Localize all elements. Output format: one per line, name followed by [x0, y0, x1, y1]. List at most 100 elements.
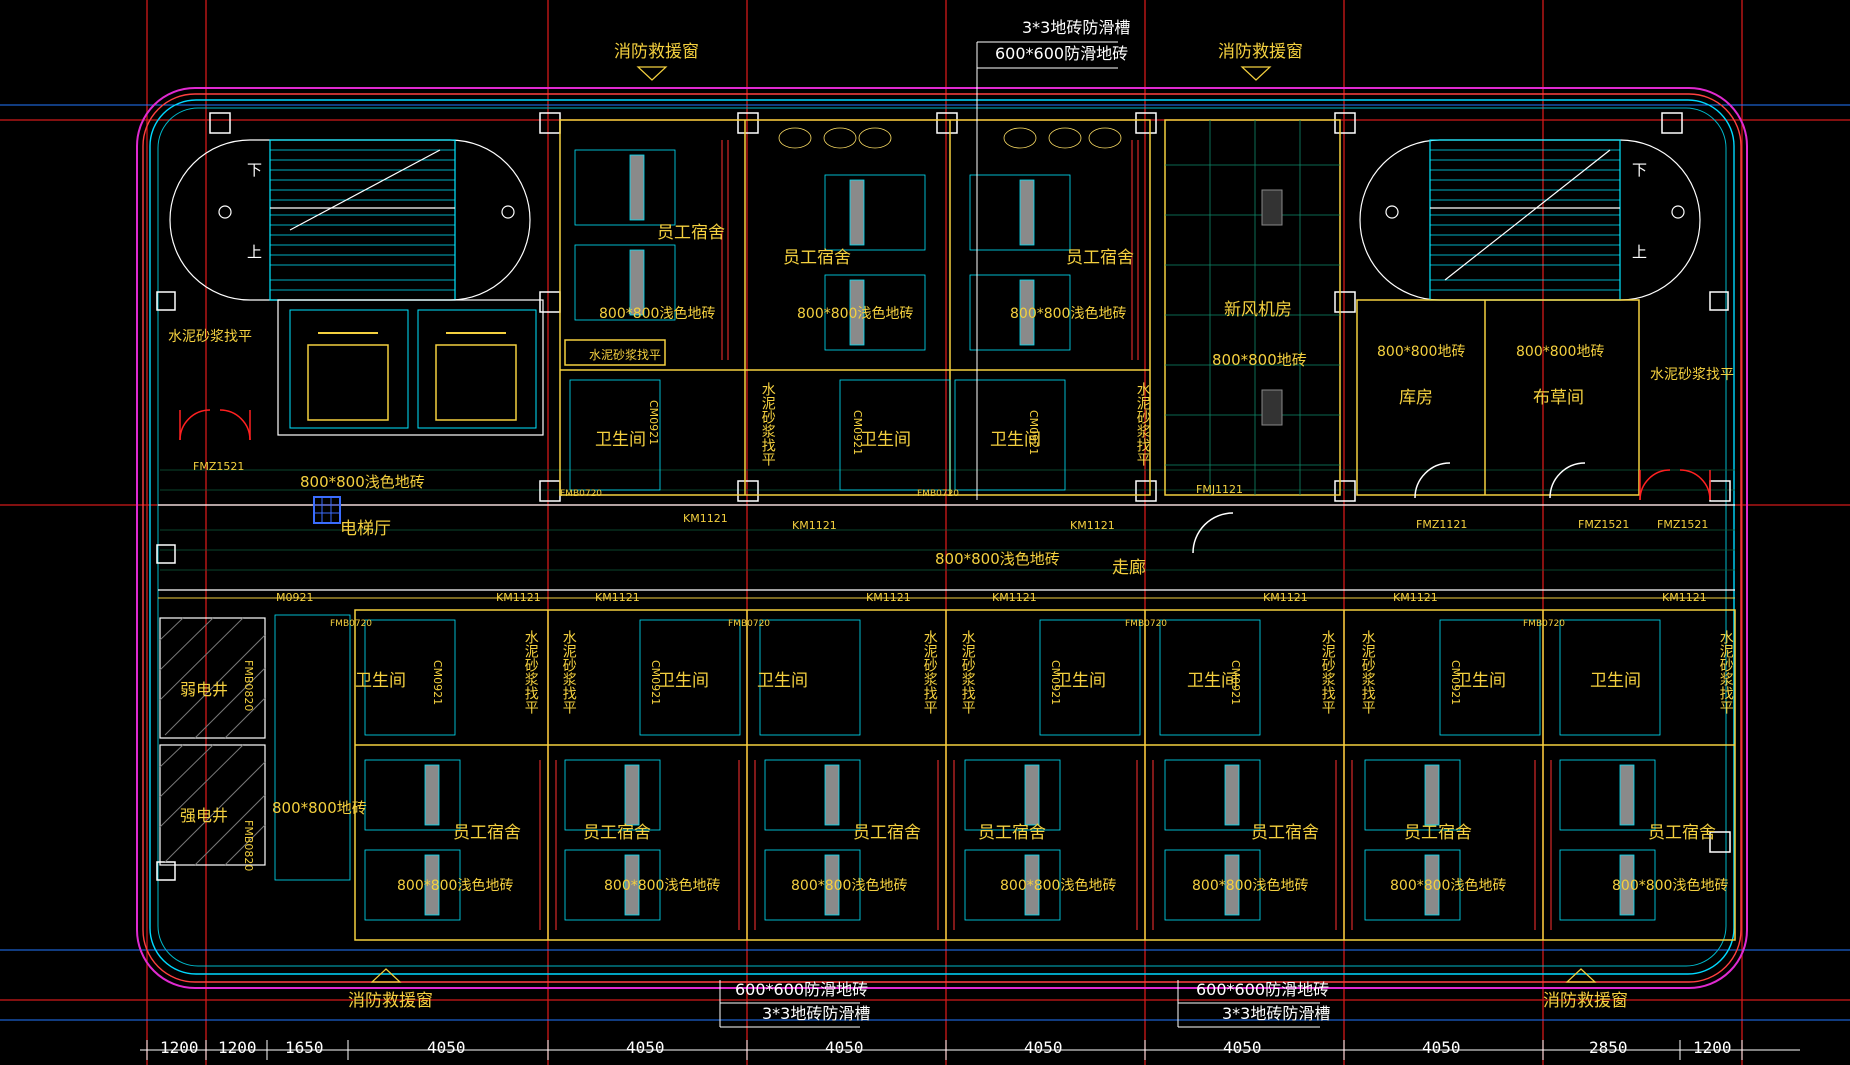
dimension-2: 1200 [218, 1038, 257, 1057]
dimension-line [140, 1040, 1800, 1060]
label-rescue-window-bottom-right: 消防救援窗 [1543, 991, 1628, 1011]
label-bottom-cement-7: 水泥砂浆找平 [1717, 630, 1734, 714]
label-km1121-b1: KM1121 [496, 591, 541, 604]
label-fmb0720-top-1: FMB0720 [560, 489, 603, 499]
label-storage: 库房 [1399, 388, 1433, 408]
label-bottom-dorm-3: 员工宿舍 [853, 823, 921, 843]
rescue-window-markers [370, 66, 1597, 983]
label-door-fmz1521-left: FMZ1521 [193, 460, 245, 473]
label-cement-right: 水泥砂浆找平 [1650, 367, 1734, 383]
stair-up-left: 上 [247, 243, 263, 261]
label-top-cement-box: 水泥砂浆找平 [589, 348, 662, 362]
label-top-wc-3: 卫生间 [990, 430, 1041, 450]
elevator-hall-symbol [313, 496, 341, 524]
label-km1121-top-2: KM1121 [792, 519, 837, 532]
dimension-8: 4050 [1223, 1038, 1262, 1057]
label-fmb0820-2: FMB0820 [242, 820, 255, 872]
label-bottom-cement-2: 水泥砂浆找平 [560, 630, 577, 714]
dimension-11: 1200 [1693, 1038, 1732, 1057]
dimension-9: 4050 [1422, 1038, 1461, 1057]
callout-leaders [719, 41, 1320, 1028]
label-bottom-dorm-5: 员工宿舍 [1251, 823, 1319, 843]
label-fmb0820-1: FMB0820 [242, 660, 255, 712]
label-top-dorm-1: 员工宿舍 [657, 223, 725, 243]
callout-antislip-top: 600*600防滑地砖 [995, 44, 1129, 63]
dimension-1: 1200 [160, 1038, 199, 1057]
label-weak-shaft: 弱电井 [180, 680, 229, 699]
label-corridor: 走廊 [1112, 558, 1146, 578]
label-cm0921-b4: CM0921 [1229, 660, 1242, 706]
dimension-5: 4050 [626, 1038, 665, 1057]
label-strong-shaft: 强电井 [180, 806, 229, 825]
label-bottom-wc-2: 卫生间 [658, 671, 709, 691]
label-top-wc-2: 卫生间 [860, 430, 911, 450]
label-top-wc-1: 卫生间 [595, 430, 646, 450]
label-bottom-cement-5: 水泥砂浆找平 [1319, 630, 1336, 714]
label-m0921: M0921 [276, 591, 314, 604]
label-bottom-wc-7: 卫生间 [1590, 671, 1641, 691]
label-fmz1121-right: FMZ1121 [1416, 518, 1468, 531]
dimension-7: 4050 [1024, 1038, 1063, 1057]
label-bottom-wc-6: 卫生间 [1455, 671, 1506, 691]
callout-groove-bottom-right: 3*3地砖防滑槽 [1222, 1004, 1331, 1023]
label-km1121-b6: KM1121 [1393, 591, 1438, 604]
electrical-shafts [159, 614, 351, 881]
label-km1121-top-1: KM1121 [683, 512, 728, 525]
label-top-cement-vert-1: 水泥砂浆找平 [759, 382, 776, 466]
label-km1121-b4: KM1121 [992, 591, 1037, 604]
label-top-dorm-2-tile: 800*800浅色地砖 [797, 306, 914, 322]
dimension-4: 4050 [427, 1038, 466, 1057]
door-swings [179, 409, 1711, 554]
label-bottom-wc-3: 卫生间 [757, 671, 808, 691]
label-shaft-corridor-tile: 800*800地砖 [272, 799, 367, 817]
label-corridor-tile: 800*800浅色地砖 [935, 550, 1060, 568]
label-cement-left: 水泥砂浆找平 [168, 329, 252, 345]
label-linen-tile: 800*800地砖 [1516, 344, 1605, 360]
label-rescue-window-top-left: 消防救援窗 [614, 42, 699, 62]
bottom-dorm-walls [354, 609, 1736, 941]
label-storage-tile: 800*800地砖 [1377, 344, 1466, 360]
label-bottom-wc-5: 卫生间 [1187, 671, 1238, 691]
label-cm0921-top-2: CM0921 [851, 410, 864, 456]
label-bottom-dorm-5-tile: 800*800浅色地砖 [1192, 878, 1309, 894]
label-bottom-cement-3: 水泥砂浆找平 [921, 630, 938, 714]
structural-columns [156, 112, 1731, 881]
label-bottom-dorm-4: 员工宿舍 [978, 823, 1046, 843]
label-fmz1521-right-2: FMZ1521 [1657, 518, 1709, 531]
blue-axis-lines [0, 104, 1850, 1021]
label-elevator-hall: 电梯厅 [340, 519, 391, 539]
building-outline [136, 87, 1748, 989]
label-bottom-dorm-1-tile: 800*800浅色地砖 [397, 878, 514, 894]
label-linen: 布草间 [1533, 388, 1584, 408]
label-fresh-air-tile: 800*800地砖 [1212, 351, 1307, 369]
label-bottom-dorm-2: 员工宿舍 [583, 823, 651, 843]
label-elevator-hall-tile: 800*800浅色地砖 [300, 473, 425, 491]
label-bottom-dorm-1: 员工宿舍 [453, 823, 521, 843]
label-rescue-window-bottom-left: 消防救援窗 [348, 991, 433, 1011]
label-km1121-b7: KM1121 [1662, 591, 1707, 604]
label-fmz1521-right-1: FMZ1521 [1578, 518, 1630, 531]
elevator-shafts [277, 299, 544, 436]
label-cm0921-b1: CM0921 [431, 660, 444, 706]
label-fmb0720-top-2: FMB0720 [917, 489, 960, 499]
top-partition-hatch [721, 140, 1139, 360]
label-bottom-dorm-7-tile: 800*800浅色地砖 [1612, 878, 1729, 894]
label-cm0921-b5: CM0921 [1449, 660, 1462, 706]
label-bottom-dorm-7: 员工宿舍 [1648, 823, 1716, 843]
right-stair [1359, 139, 1701, 301]
dimension-3: 1650 [285, 1038, 324, 1057]
label-bottom-dorm-4-tile: 800*800浅色地砖 [1000, 878, 1117, 894]
label-bottom-dorm-6-tile: 800*800浅色地砖 [1390, 878, 1507, 894]
service-rooms [1164, 119, 1640, 496]
dimension-10: 2850 [1589, 1038, 1628, 1057]
label-bottom-cement-4: 水泥砂浆找平 [959, 630, 976, 714]
label-top-dorm-3: 员工宿舍 [1066, 248, 1134, 268]
label-top-cement-vert-2: 水泥砂浆找平 [1134, 382, 1151, 466]
label-bottom-cement-1: 水泥砂浆找平 [522, 630, 539, 714]
label-km1121-b2: KM1121 [595, 591, 640, 604]
label-km1121-top-3: KM1121 [1070, 519, 1115, 532]
callout-antislip-bottom-left: 600*600防滑地砖 [735, 980, 869, 999]
stair-up-right: 上 [1632, 243, 1648, 261]
callout-groove-top: 3*3地砖防滑槽 [1022, 18, 1131, 37]
stair-down-left: 下 [247, 161, 263, 179]
